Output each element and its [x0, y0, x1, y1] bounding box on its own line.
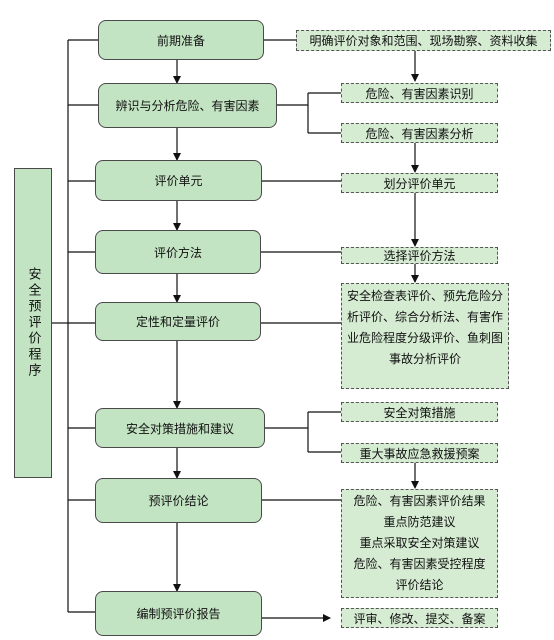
side-emergency-plan: 重大事故应急救援预案 — [341, 443, 498, 463]
program-box: 安全预评价程序 — [14, 168, 52, 478]
step-evaluation-method: 评价方法 — [95, 230, 261, 274]
step-evaluation-unit: 评价单元 — [95, 160, 262, 201]
side-hazard-analysis: 危险、有害因素分析 — [341, 123, 498, 143]
conclusion-line: 重点采取安全对策建议 — [359, 536, 480, 550]
method-line: 业危险程度分级评价、鱼刺图 — [346, 331, 503, 345]
conclusion-line: 危险、有害因素受控程度 — [353, 557, 486, 571]
conclusion-line: 重点防范建议 — [383, 515, 456, 529]
step-preparation: 前期准备 — [98, 20, 264, 60]
method-line: 安全检查表评价、预先危险分 — [346, 289, 503, 303]
step-qual-quant-evaluation: 定性和定量评价 — [95, 302, 261, 341]
side-prep: 明确评价对象和范围、现场勘察、资料收集 — [296, 30, 551, 51]
step-conclusion: 预评价结论 — [95, 478, 262, 523]
side-divide-units: 划分评价单元 — [341, 173, 498, 193]
conclusion-line: 评价结论 — [395, 578, 444, 592]
side-measures: 安全对策措施 — [341, 402, 498, 422]
side-report-actions: 评审、修改、提交、备案 — [341, 608, 498, 628]
conclusion-line: 危险、有害因素评价结果 — [353, 494, 486, 508]
method-line: 事故分析评价 — [388, 352, 461, 366]
side-hazard-identify: 危险、有害因素识别 — [341, 83, 498, 103]
step-safety-measures: 安全对策措施和建议 — [95, 408, 265, 448]
step-hazard-identification: 辨识与分析危险、有害因素 — [98, 83, 277, 128]
method-line: 析评价、综合分析法、有害作 — [346, 310, 503, 324]
side-select-method: 选择评价方法 — [341, 247, 498, 264]
side-method-list: 安全检查表评价、预先危险分 析评价、综合分析法、有害作 业危险程度分级评价、鱼刺… — [341, 283, 509, 389]
side-conclusion-list: 危险、有害因素评价结果 重点防范建议 重点采取安全对策建议 危险、有害因素受控程… — [341, 489, 498, 598]
step-report: 编制预评价报告 — [95, 591, 262, 636]
